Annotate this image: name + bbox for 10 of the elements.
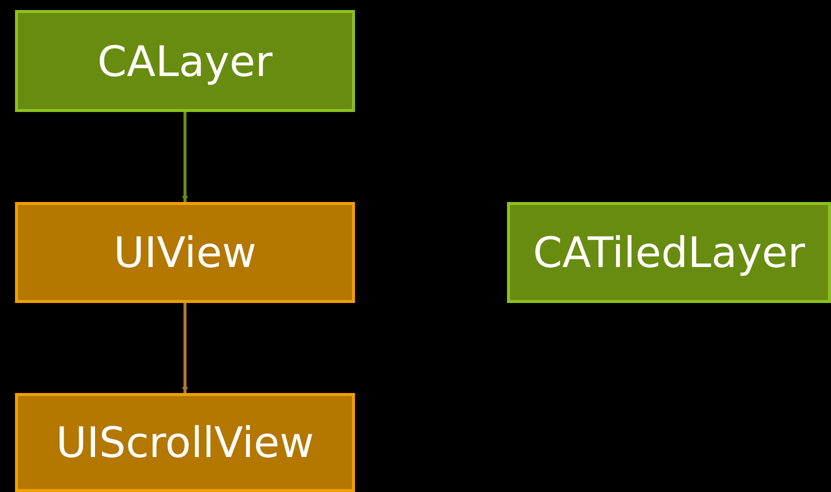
class-name: CALayer xyxy=(97,36,273,86)
arrow xyxy=(182,303,188,393)
class-box xyxy=(507,202,831,303)
class-box xyxy=(15,202,355,303)
arrow xyxy=(182,112,188,202)
class-box xyxy=(15,10,355,112)
class-name: CATiledLayer xyxy=(532,228,806,277)
class-box xyxy=(15,393,355,492)
class-name: UIScrollView xyxy=(56,418,314,467)
class-name: UIView xyxy=(114,228,256,277)
